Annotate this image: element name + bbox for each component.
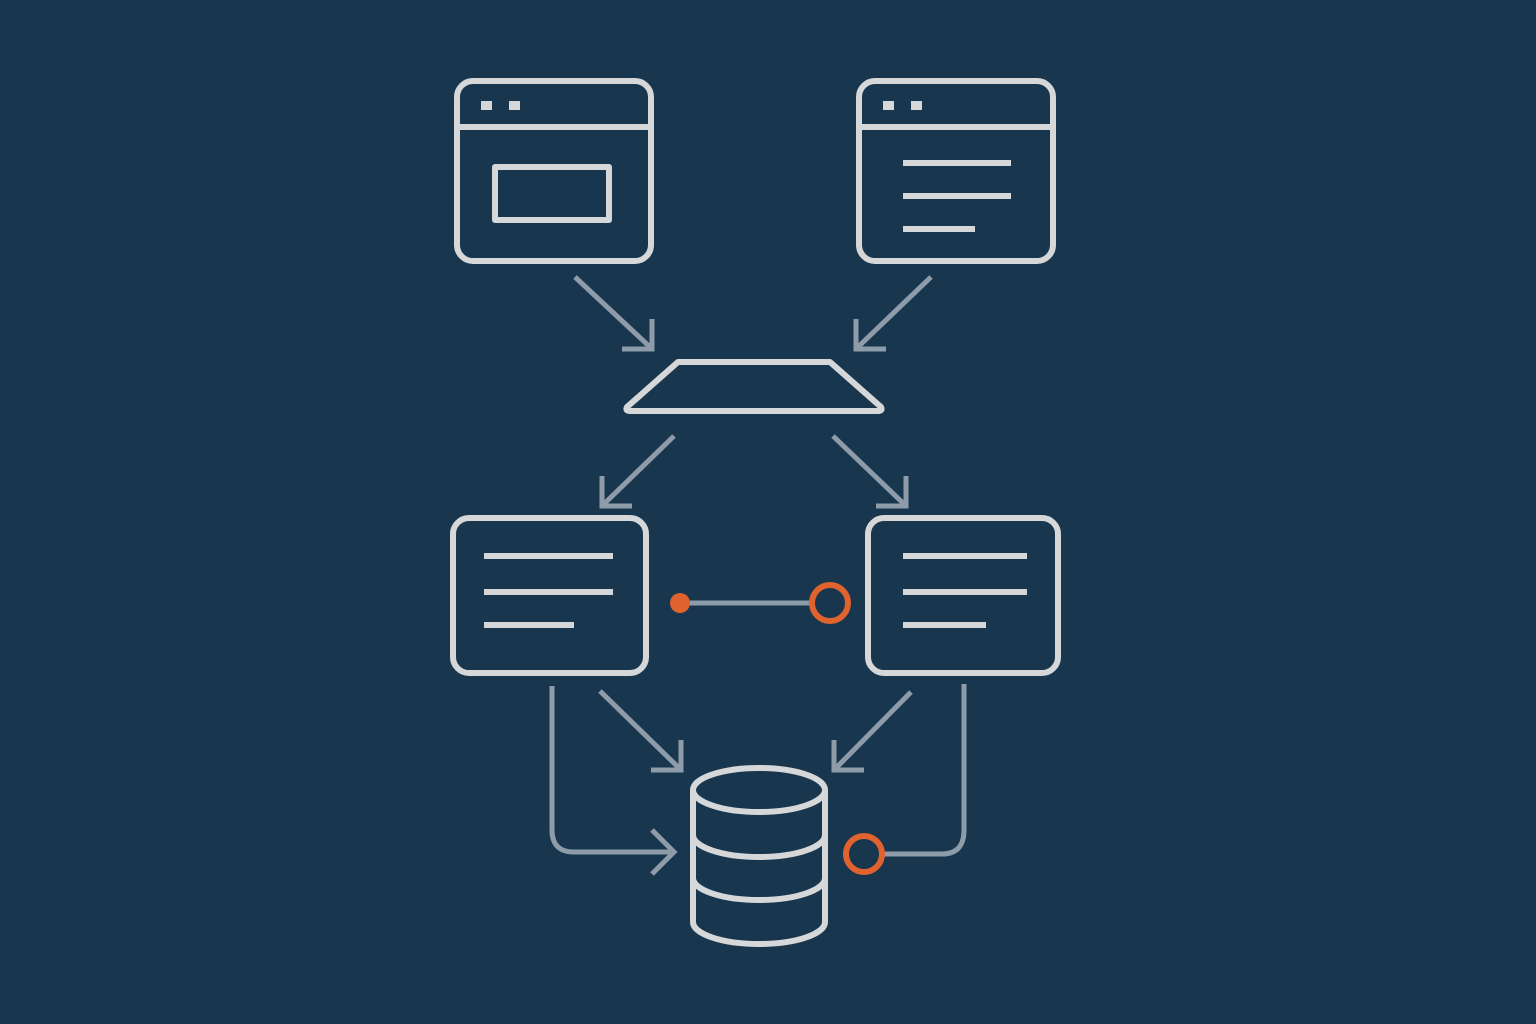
connector-ring-icon <box>843 833 885 875</box>
arrow-head-icon <box>622 319 655 352</box>
arrow-head-icon <box>650 828 678 876</box>
client-window-left <box>454 78 654 264</box>
edge-right-window-to-gateway <box>853 275 933 352</box>
connector-line <box>882 684 967 857</box>
connector-line <box>602 434 676 506</box>
browser-window-icon <box>454 78 654 264</box>
connector-dot-icon <box>670 593 690 613</box>
edge-left-service-elbow-to-database <box>549 686 678 876</box>
edge-left-service-to-database <box>598 689 684 773</box>
content-box <box>492 164 612 223</box>
window-control-dot <box>509 101 520 110</box>
database-bottom <box>690 921 828 947</box>
edge-right-service-elbow-to-database <box>843 684 967 875</box>
connector-line <box>856 275 933 349</box>
connector-line <box>598 689 681 770</box>
document-icon <box>450 515 649 676</box>
service-right <box>865 515 1061 676</box>
arrow-head-icon <box>853 319 886 352</box>
database <box>690 765 828 947</box>
connector-line <box>573 275 652 349</box>
edge-gateway-to-left-service <box>599 434 676 509</box>
browser-window-icon <box>856 78 1056 264</box>
window-control-dot <box>481 101 492 110</box>
database-icon <box>690 765 828 947</box>
database-top <box>690 765 828 815</box>
document-icon <box>865 515 1061 676</box>
connector-line <box>834 690 913 770</box>
edge-right-service-to-database <box>831 690 913 773</box>
database-ring <box>690 877 828 903</box>
window-control-dot <box>883 101 894 110</box>
connector-ring-icon <box>809 582 851 624</box>
arrow-head-icon <box>876 476 909 509</box>
client-window-right <box>856 78 1056 264</box>
service-left <box>450 515 649 676</box>
gateway <box>623 359 885 414</box>
edge-service-link <box>670 582 851 624</box>
arrow-head-icon <box>651 740 684 773</box>
edge-left-window-to-gateway <box>573 275 655 352</box>
database-ring <box>690 834 828 860</box>
arrow-head-icon <box>599 476 632 509</box>
edge-gateway-to-right-service <box>831 434 909 509</box>
gateway-icon <box>623 359 885 414</box>
arrow-head-icon <box>831 740 864 773</box>
connector-line <box>549 686 670 855</box>
connector-line <box>831 434 906 506</box>
window-control-dot <box>911 101 922 110</box>
